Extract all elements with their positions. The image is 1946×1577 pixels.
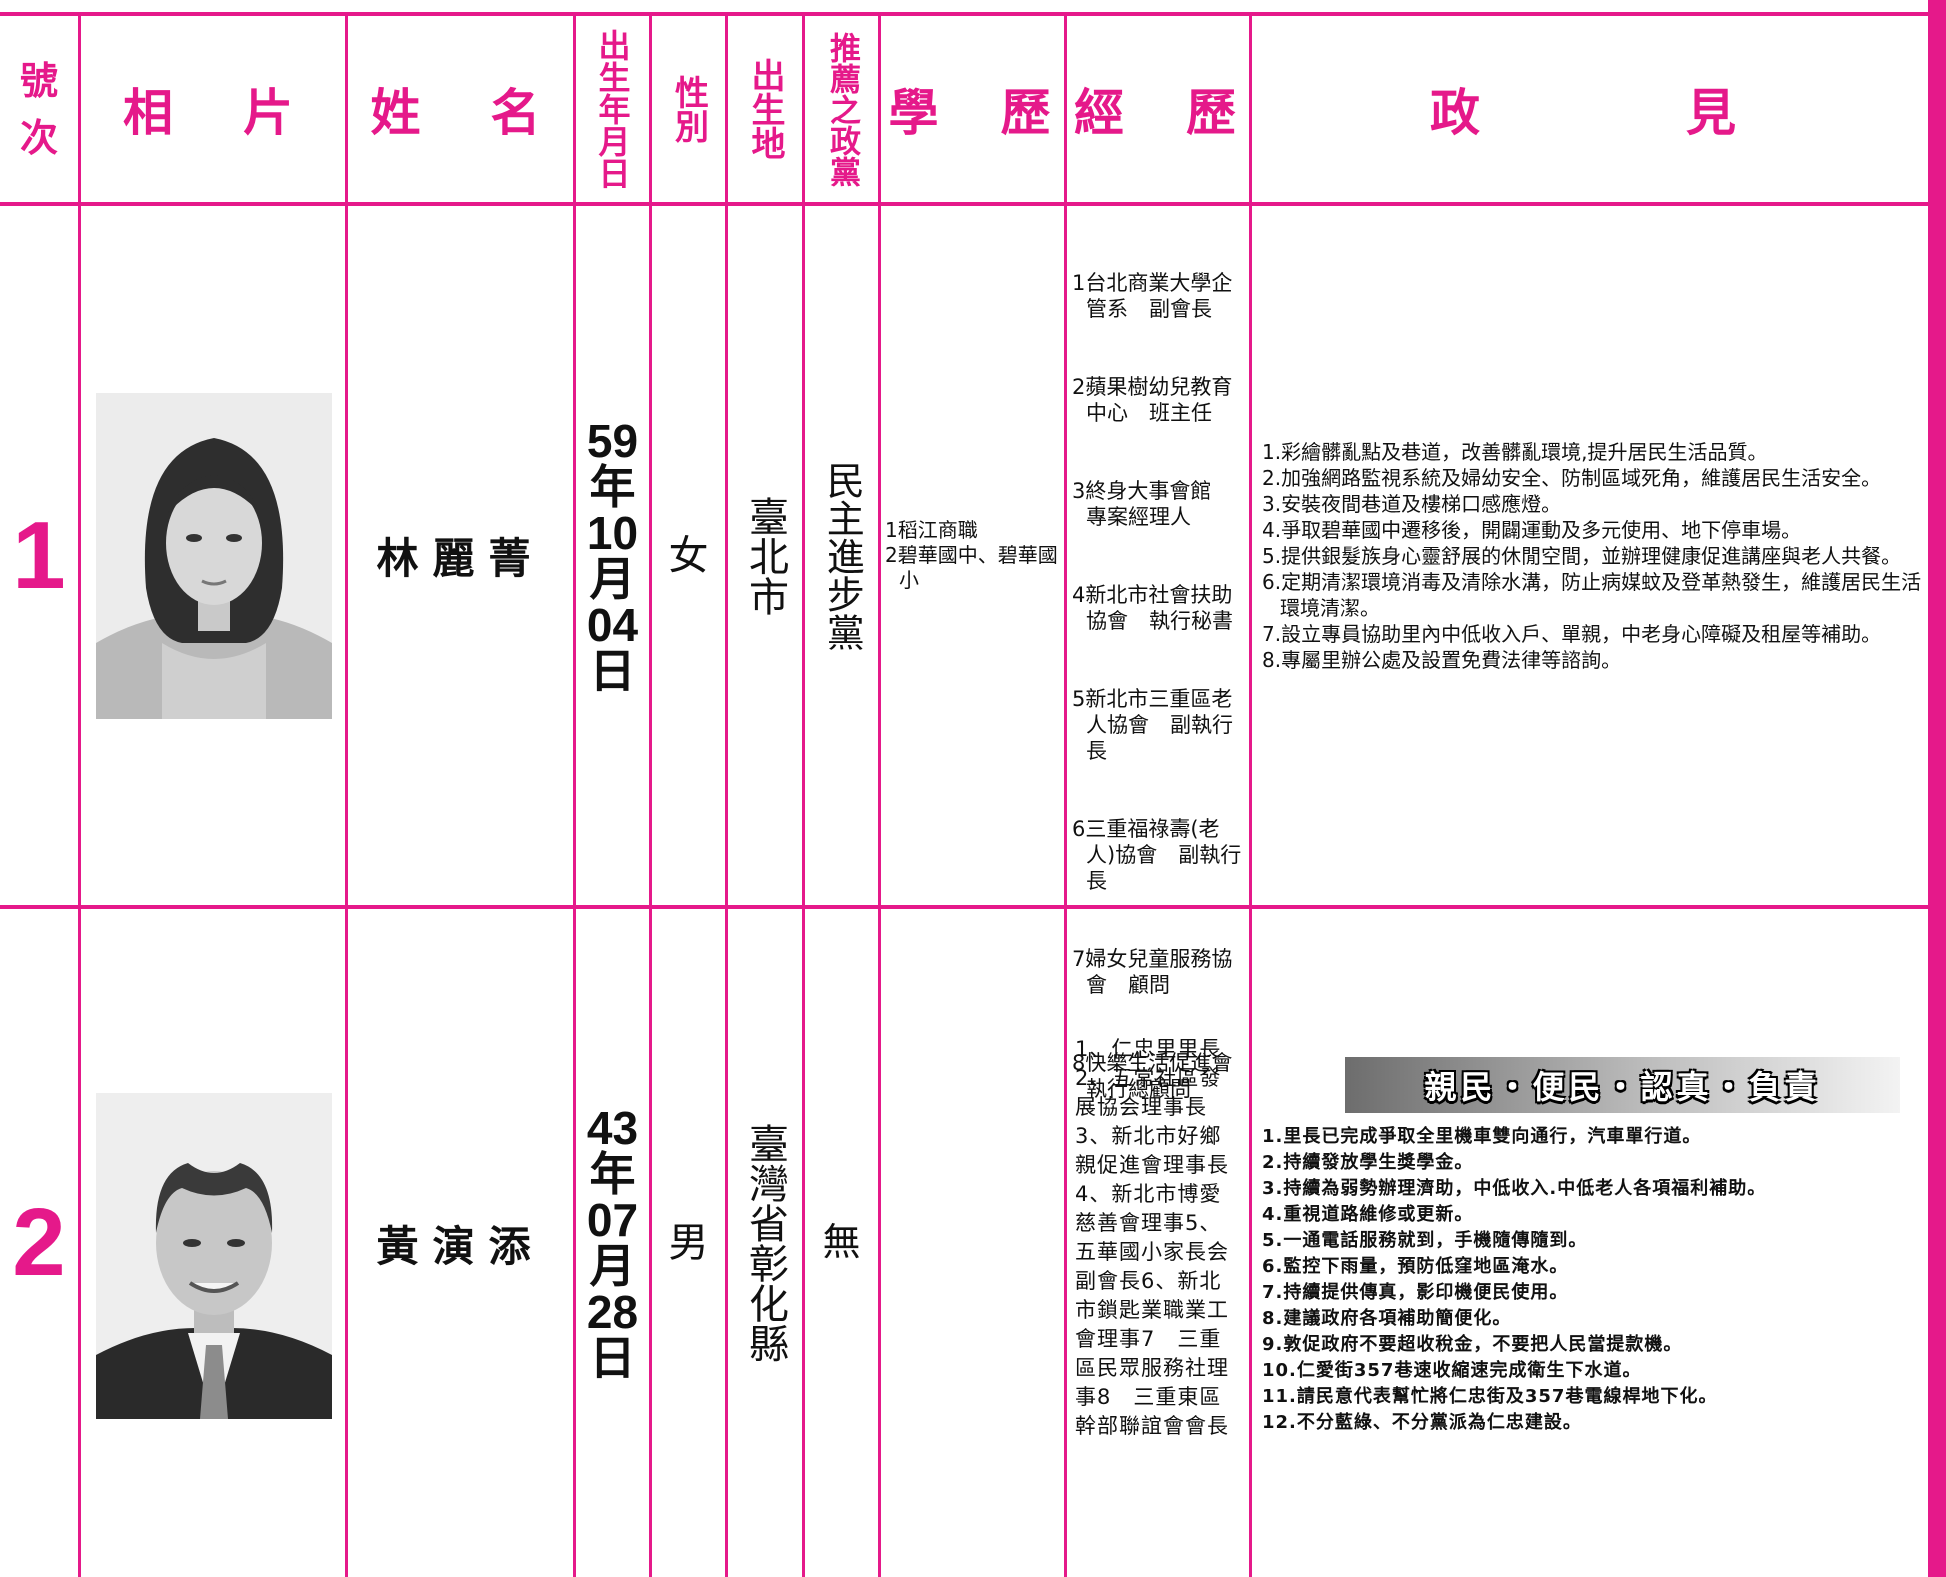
candidate-platform: 1.里長已完成爭取全里機車雙向通行，汽車單行道。 2.持續發放學生獎學金。 3.… [1262, 1124, 1922, 1436]
candidate-number: 2 [12, 1189, 66, 1296]
header-bottom-border [0, 202, 1928, 206]
list-item: 2蘋果樹幼兒教育中心 班主任 [1072, 375, 1233, 425]
candidate-party: 無 [822, 1220, 861, 1265]
candidate-education: 1稻江商職 2碧華國中、碧華國小 [885, 206, 1062, 905]
candidate-name: 黃演添 [376, 1221, 545, 1271]
header-experience: 經 歷 [1074, 83, 1242, 142]
slogan-banner: 親民・便民・認真・負責 [1345, 1057, 1900, 1113]
candidate-gender: 女 [668, 532, 709, 579]
list-item: 4.重視道路維修或更新。 [1262, 1204, 1474, 1225]
header-name: 姓 名 [370, 83, 551, 142]
list-item: 6.監控下雨量，預防低窪地區淹水。 [1262, 1256, 1569, 1277]
column-divider [649, 14, 652, 1577]
list-item: 4新北市社會扶助協會 執行秘書 [1072, 583, 1233, 633]
header-photo: 相 片 [123, 83, 303, 142]
candidate-experience: 1、仁忠里里長2、五常社區發展協会理事長3、新北市好鄉親促進會理事長4、新北市博… [1075, 1037, 1229, 1438]
candidate-photo [96, 393, 332, 719]
header-gender: 性別 [668, 75, 709, 143]
list-item: 3.持續為弱勢辦理濟助，中低收入.中低老人各項福利補助。 [1262, 1178, 1767, 1199]
list-item: 9.敦促政府不要超收稅金，不要把人民當提款機。 [1262, 1334, 1683, 1355]
portrait-man-icon [96, 1093, 332, 1419]
list-item: 6三重福祿壽(老人)協會 副執行長 [1072, 817, 1242, 893]
list-item: 12.不分藍綠、不分黨派為仁忠建設。 [1262, 1412, 1582, 1433]
list-item: 5.提供銀髮族身心靈舒展的休閒空間，並辦理健康促進講座與老人共餐。 [1262, 543, 1902, 568]
column-divider [878, 14, 881, 1577]
list-item: 5.一通電話服務就到，手機隨傳隨到。 [1262, 1230, 1588, 1251]
list-item: 8.專屬里辦公處及設置免費法律等諮詢。 [1262, 647, 1622, 672]
list-item: 2.加強網路監視系統及婦幼安全、防制區域死角，維護居民生活安全。 [1262, 465, 1882, 490]
candidate-platform: 1.彩繪髒亂點及巷道，改善髒亂環境,提升居民生活品質。 2.加強網路監視系統及婦… [1262, 206, 1922, 905]
list-item: 1.彩繪髒亂點及巷道，改善髒亂環境,提升居民生活品質。 [1262, 439, 1768, 464]
list-item: 10.仁愛街357巷速收縮速完成衛生下水道。 [1262, 1360, 1642, 1381]
column-divider [573, 14, 576, 1577]
column-divider [345, 14, 348, 1577]
candidate-birth: 43年07月28日 [586, 1102, 639, 1384]
list-item: 7.持續提供傳真，影印機便民使用。 [1262, 1282, 1569, 1303]
list-item: 8快樂生活促進會 執行總顧問 [1072, 1051, 1254, 1101]
header-platform: 政 見 [1430, 83, 1750, 142]
list-item: 11.請民意代表幫忙將仁忠街及357巷電線桿地下化。 [1262, 1386, 1718, 1407]
list-item: 7.設立專員協助里內中低收入戶、單親，中老身心障礙及租屋等補助。 [1262, 621, 1882, 646]
row-divider [0, 905, 1928, 909]
list-item: 3終身大事會館 專案經理人 [1072, 479, 1233, 529]
column-divider [1064, 14, 1067, 1577]
candidate-experience: 1台北商業大學企管系 副會長 2蘋果樹幼兒教育中心 班主任 3終身大事會館 專案… [1072, 218, 1248, 1101]
column-divider [78, 14, 81, 1577]
list-item: 3.安裝夜間巷道及樓梯口感應燈。 [1262, 491, 1562, 516]
header-education: 學 歷 [888, 83, 1057, 142]
list-item: 5新北市三重區老人協會 副執行長 [1072, 687, 1233, 763]
column-divider [725, 14, 728, 1577]
list-item: 6.定期清潔環境消毒及清除水溝，防止病媒蚊及登革熱發生，維護居民生活環境清潔。 [1262, 569, 1922, 620]
portrait-woman-icon [96, 393, 332, 719]
list-item: 7婦女兒童服務協會 顧問 [1072, 947, 1233, 997]
list-item: 1台北商業大學企管系 副會長 [1072, 271, 1233, 321]
candidate-birthplace: 臺灣省彰化縣 [742, 1123, 788, 1363]
candidate-photo [96, 1093, 332, 1419]
list-item: 2碧華國中、碧華國小 [885, 543, 1058, 592]
right-border-bar [1928, 0, 1946, 1577]
candidate-birthplace: 臺北市 [742, 495, 788, 616]
list-item: 1.里長已完成爭取全里機車雙向通行，汽車單行道。 [1262, 1126, 1702, 1147]
table-top-border [0, 12, 1928, 16]
candidate-gender: 男 [668, 1220, 709, 1266]
candidate-education-empty [881, 909, 1064, 1577]
candidate-party: 民主進步黨 [820, 460, 865, 651]
header-birthplace: 出生地 [745, 58, 785, 160]
header-party: 推薦之政黨 [824, 31, 860, 187]
candidate-name: 林麗菁 [376, 534, 545, 583]
column-divider [802, 14, 805, 1577]
list-item: 4.爭取碧華國中遷移後，開闢運動及多元使用、地下停車場。 [1262, 517, 1802, 542]
candidate-number: 1 [12, 501, 66, 609]
header-birth: 出生年月日 [593, 29, 632, 189]
list-item: 2.持續發放學生獎學金。 [1262, 1152, 1474, 1173]
list-item: 1稻江商職 [885, 518, 978, 542]
column-divider [1249, 14, 1252, 1577]
header-number: 號次 [19, 58, 58, 160]
candidate-birth: 59年10月04日 [586, 414, 639, 697]
list-item: 8.建議政府各項補助簡便化。 [1262, 1308, 1512, 1329]
